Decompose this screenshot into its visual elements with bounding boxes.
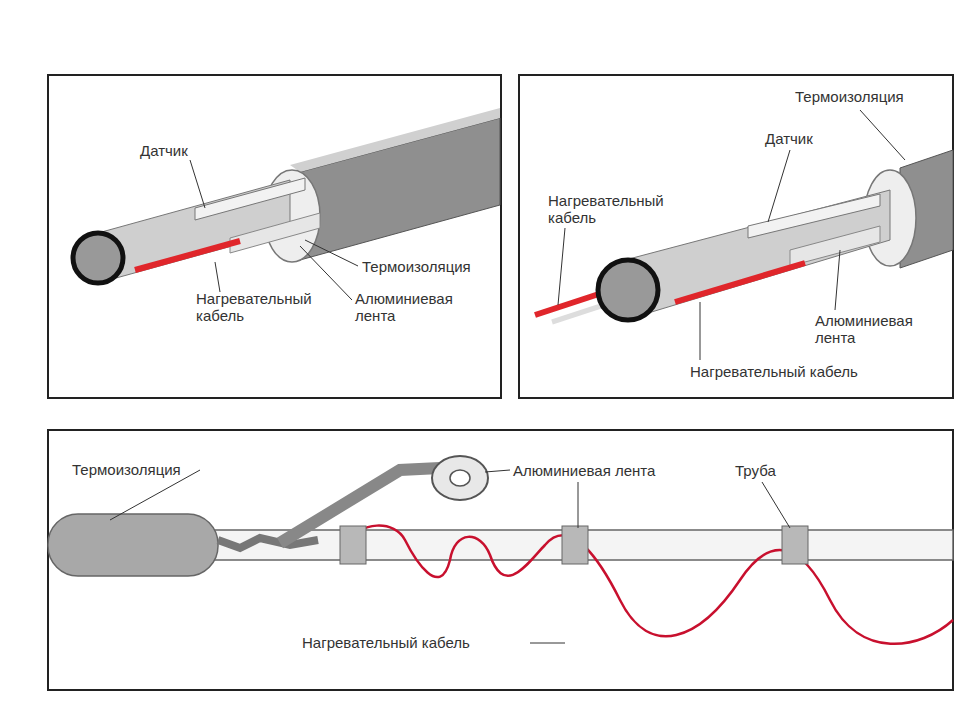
panel-frame — [48, 75, 501, 398]
part-label: Датчик — [765, 130, 865, 147]
part-label: Алюминиевая лента — [815, 312, 945, 346]
part-label: Нагревательный кабель — [302, 634, 542, 651]
part-label: Термоизоляция — [795, 88, 945, 105]
part-label: Нагревательный кабель — [548, 192, 678, 226]
part-label: Алюминиевая лента — [513, 462, 713, 479]
part-label: Алюминиевая лента — [355, 290, 485, 324]
part-label: Термоизоляция — [362, 258, 502, 275]
pipe-panel-3 — [48, 456, 953, 644]
part-label: Нагревательный кабель — [196, 290, 336, 324]
panel-frame — [48, 430, 953, 690]
part-label: Труба — [735, 462, 815, 479]
part-label: Нагревательный кабель — [690, 363, 930, 380]
part-label: Термоизоляция — [72, 461, 222, 478]
pipe-panel-2 — [535, 110, 953, 360]
panel-frame — [519, 75, 953, 398]
part-label: Датчик — [140, 142, 260, 159]
